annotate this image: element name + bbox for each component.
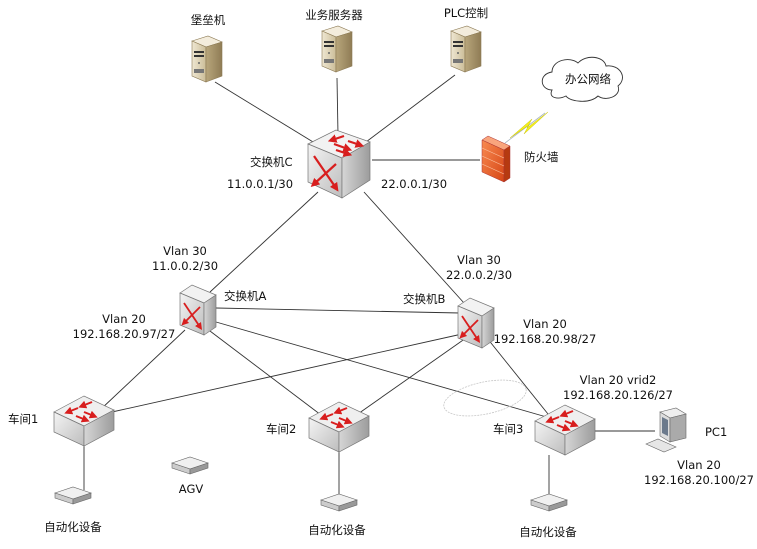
automation-device-icon[interactable] — [320, 493, 358, 512]
switch-a-vlan30-ip: 11.0.0.2/30 — [151, 259, 219, 273]
plc-label: PLC控制 — [443, 6, 489, 20]
link-switch-b-ws2 — [354, 337, 467, 417]
device3-label: 自动化设备 — [519, 525, 577, 539]
pc-icon[interactable] — [645, 407, 687, 453]
lightning-icon — [509, 111, 549, 139]
switch-a-label: 交换机A — [224, 289, 267, 303]
link-plc-switch-c — [365, 74, 456, 143]
device2-label: 自动化设备 — [308, 523, 366, 537]
access-switch-icon[interactable] — [53, 395, 115, 447]
switch-b-vlan30: Vlan 30 — [457, 253, 501, 267]
switch-b-vlan20-ip: 192.168.20.98/27 — [493, 332, 597, 346]
firewall-label: 防火墙 — [524, 150, 559, 164]
l3-switch-icon[interactable] — [179, 284, 217, 336]
switch-c-label: 交换机C — [250, 155, 293, 169]
link-switch-b-ws3 — [486, 337, 549, 415]
link-biz-server-switch-c — [336, 77, 339, 136]
switch-b-vlan20: Vlan 20 — [523, 317, 567, 331]
server-icon[interactable] — [450, 25, 482, 73]
vrrp-group-ellipse — [443, 379, 527, 417]
link-switch-c-switch-a — [209, 191, 319, 293]
link-switch-a-ws3 — [215, 321, 551, 419]
workshop3-label: 车间3 — [493, 422, 524, 436]
l3-switch-icon[interactable] — [457, 297, 495, 349]
workshop3-ip: 192.168.20.126/27 — [563, 388, 673, 402]
link-switch-b-ws1 — [111, 333, 463, 413]
biz-server-label: 业务服务器 — [305, 8, 363, 22]
access-switch-icon[interactable] — [308, 401, 370, 453]
core-switch-icon[interactable] — [307, 129, 371, 199]
pc1-label: PC1 — [705, 425, 728, 439]
server-icon[interactable] — [321, 25, 353, 73]
bastion-label: 堡垒机 — [190, 13, 226, 27]
pc1-vlan: Vlan 20 — [677, 458, 721, 472]
firewall-icon[interactable] — [481, 135, 511, 183]
switch-b-label: 交换机B — [403, 292, 446, 306]
server-icon[interactable] — [191, 35, 223, 83]
workshop2-label: 车间2 — [266, 422, 297, 436]
switch-c-ip-right: 22.0.0.1/30 — [381, 177, 448, 191]
workshop1-label: 车间1 — [8, 412, 39, 426]
link-switch-a-switch-b — [215, 307, 461, 314]
automation-device-icon[interactable] — [530, 493, 568, 512]
switch-a-vlan20-ip: 192.168.20.97/27 — [72, 327, 176, 341]
switch-a-vlan30: Vlan 30 — [163, 244, 207, 258]
office-network-label: 办公网络 — [565, 72, 611, 86]
cloud-icon — [541, 56, 623, 102]
link-switch-c-switch-b — [363, 191, 465, 304]
automation-device-icon[interactable] — [54, 486, 92, 505]
link-bastion-switch-c — [214, 81, 319, 146]
link-switch-a-ws1 — [99, 329, 186, 411]
agv-icon[interactable] — [171, 456, 209, 475]
switch-b-vlan30-ip: 22.0.0.2/30 — [445, 268, 513, 282]
device1-label: 自动化设备 — [44, 520, 102, 534]
agv-label: AGV — [178, 482, 204, 496]
switch-a-vlan20: Vlan 20 — [102, 312, 146, 326]
access-switch-icon[interactable] — [534, 404, 596, 456]
switch-c-ip-left: 11.0.0.1/30 — [227, 177, 294, 191]
pc1-ip: 192.168.20.100/27 — [644, 473, 754, 487]
workshop3-vlan: Vlan 20 vrid2 — [579, 373, 657, 387]
link-switch-a-ws2 — [205, 327, 326, 419]
